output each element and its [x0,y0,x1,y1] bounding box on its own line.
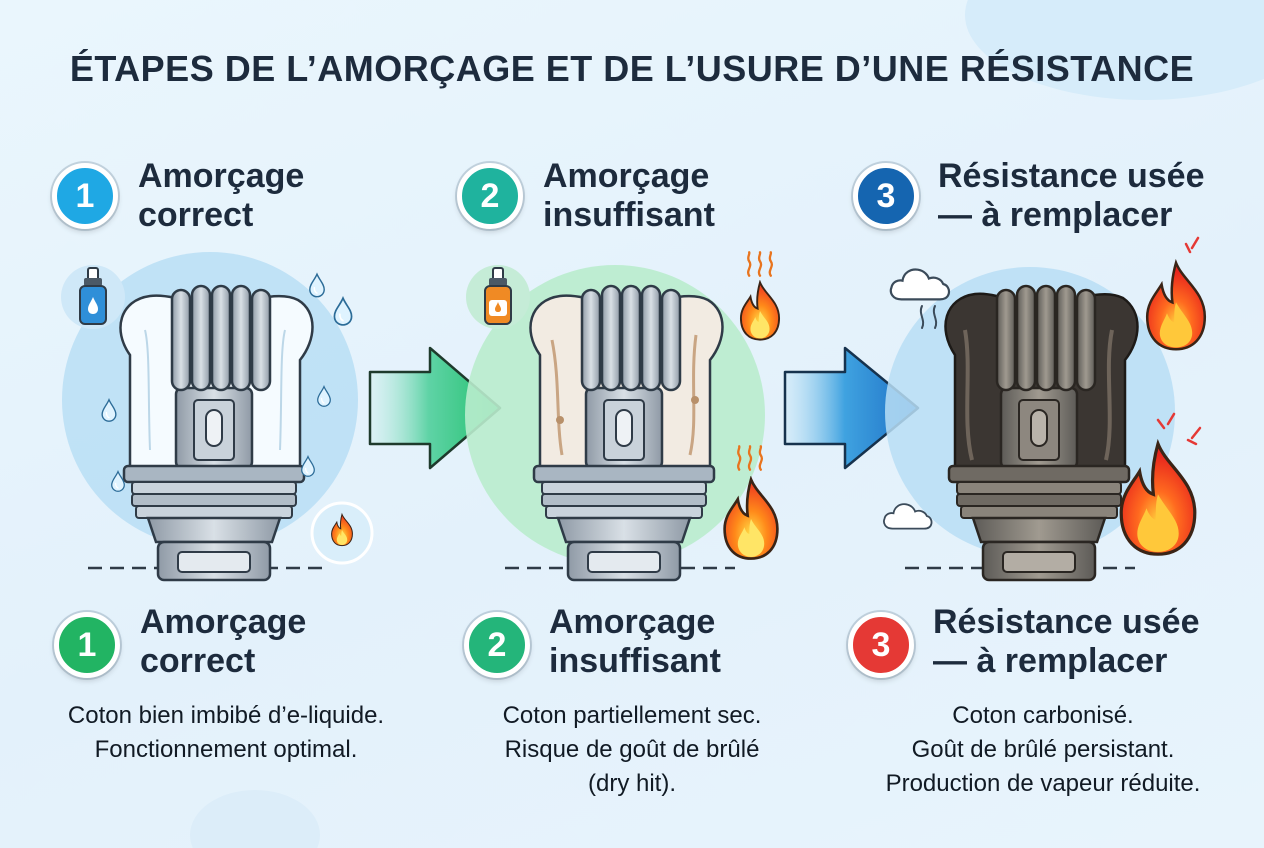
flame-icon [739,281,781,341]
step-2-heading-bottom: Amorçage insuffisant [549,603,721,680]
heat-waves-icon [746,251,774,277]
step-1-number-badge-bottom: 1 [54,612,120,678]
step-2-heading: Amorçage insuffisant [543,157,715,234]
step-1-description: Coton bien imbibé d’e-liquide. Fonctionn… [67,702,385,763]
e-liquid-bottle-icon [466,265,530,329]
step-3-number-badge-bottom: 3 [848,612,914,678]
stage-3-illustration [883,236,1207,582]
arrow-right-icon [783,346,920,470]
flame-icon [310,501,374,565]
step-3-description: Coton carbonisé. Goût de brûlé persistan… [885,702,1201,797]
step-1-heading-bottom: Amorçage correct [140,603,307,680]
droplet-icon [309,273,325,298]
step-3-heading-bottom: Résistance usée — à remplacer [933,603,1200,680]
smoke-cloud-icon [889,268,951,301]
step-2-number-badge: 2 [457,163,523,229]
page-title: ÉTAPES DE L’AMORÇAGE ET DE L’USURE D’UNE… [69,48,1195,89]
droplet-icon [333,297,353,326]
e-liquid-bottle-icon [61,265,125,329]
stage-2-illustration [465,251,781,582]
flame-icon [1145,261,1207,351]
step-1-heading: Amorçage correct [138,157,305,234]
step-2-description: Coton partiellement sec. Risque de goût … [502,702,762,797]
step-3-heading: Résistance usée — à remplacer [938,157,1205,234]
step-2-number-badge-bottom: 2 [464,612,530,678]
arrow-right-icon [368,346,502,470]
step-3-number-badge: 3 [853,163,919,229]
stage-1-illustration [61,252,374,582]
step-1-number-badge: 1 [52,163,118,229]
